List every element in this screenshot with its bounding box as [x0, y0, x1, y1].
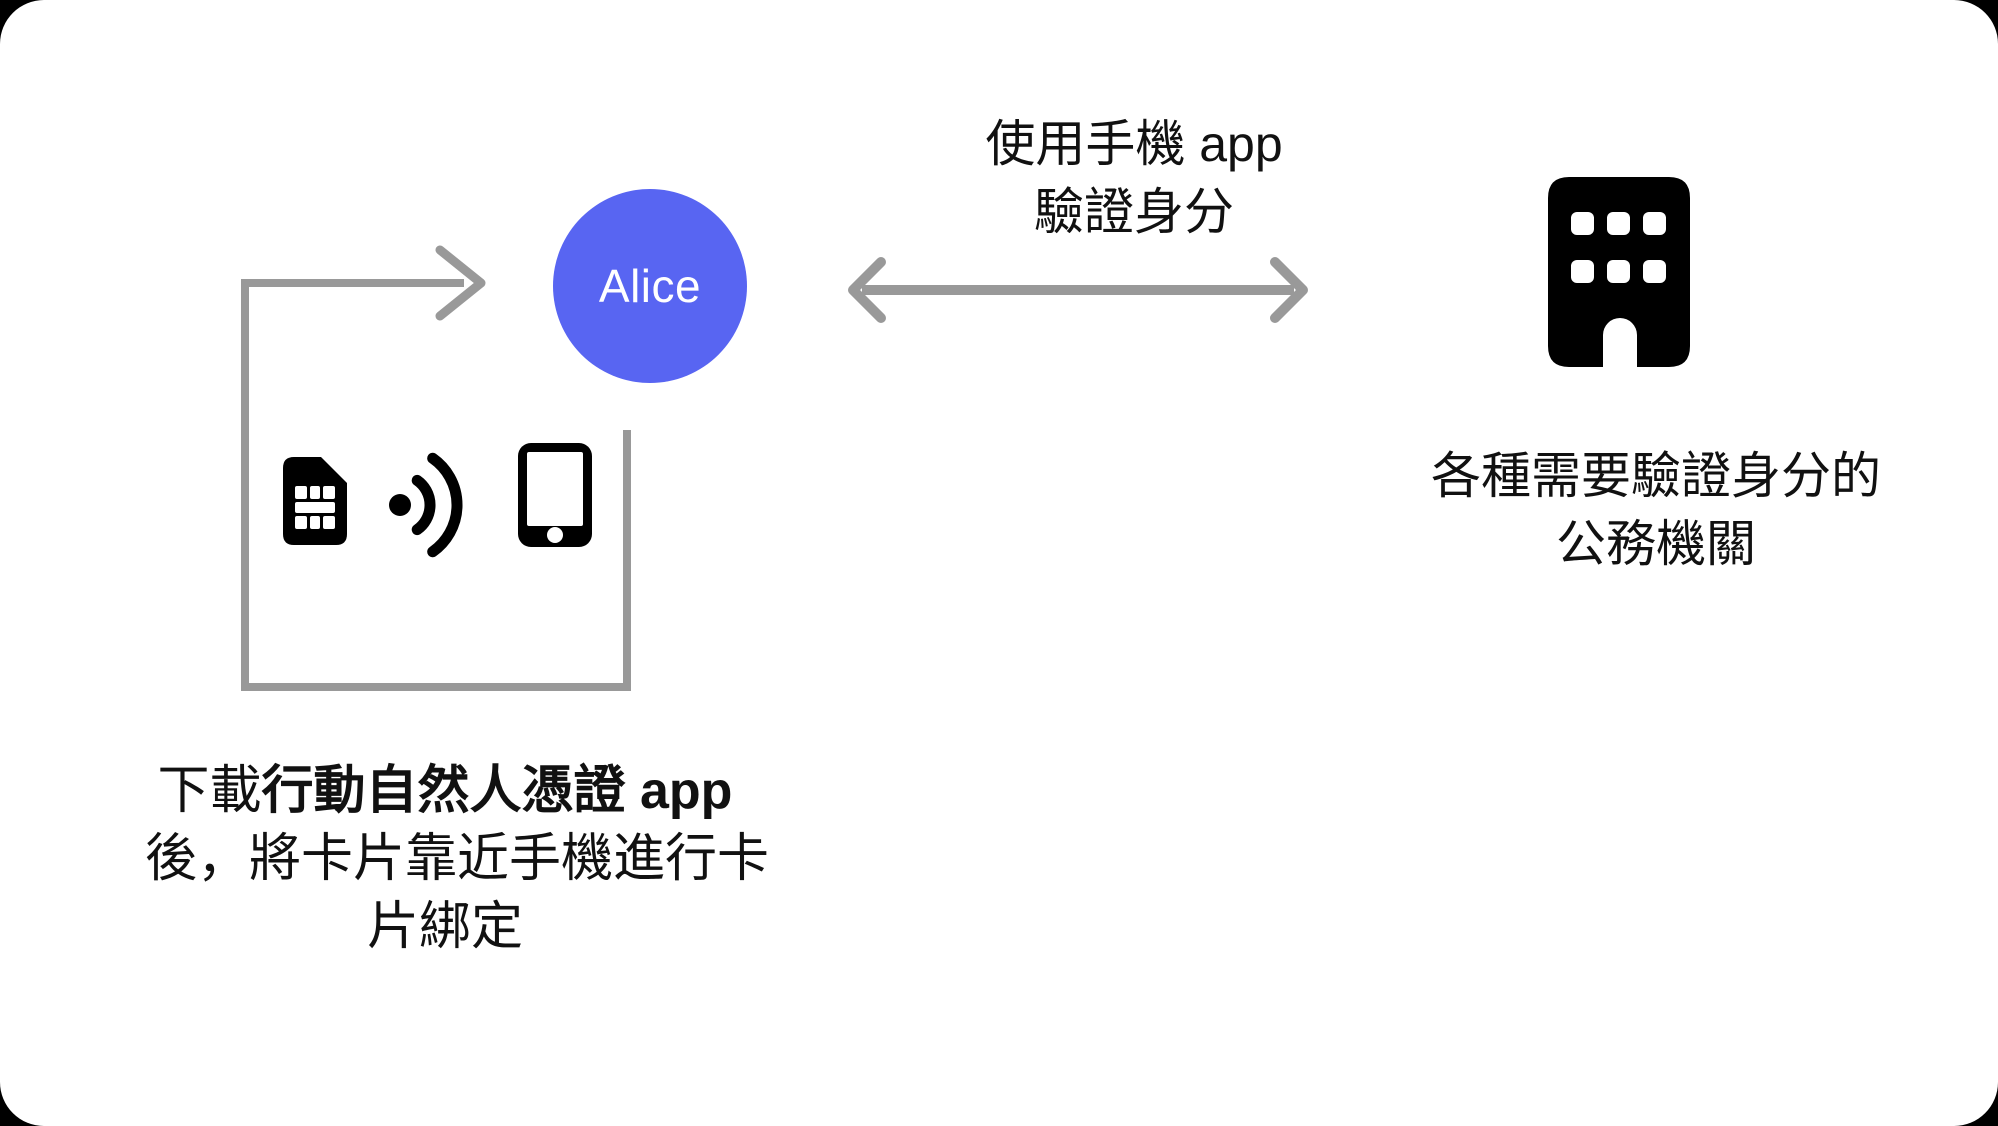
binding-caption-line3: 片綁定: [366, 898, 523, 956]
organization-label: 各種需要驗證身分的 公務機關: [1406, 442, 1906, 578]
building-icon: [1548, 177, 1690, 367]
organization-label-line2: 公務機關: [1556, 516, 1756, 572]
verify-arrow-label: 使用手機 app 驗證身分: [934, 110, 1334, 246]
actor-alice-circle: Alice: [553, 189, 747, 383]
sim-card-icon: [283, 457, 347, 545]
binding-caption-line2: 後，將卡片靠近手機進行卡: [145, 830, 770, 888]
smartphone-icon: [518, 443, 592, 547]
binding-caption-line1: 下載行動自然人憑證 app: [145, 757, 745, 825]
actor-alice-label: Alice: [598, 260, 702, 312]
verify-arrow-label-line1: 使用手機 app: [985, 116, 1283, 172]
binding-caption-line1-regular: 下載: [157, 762, 262, 820]
nfc-signal-icon: [389, 452, 463, 558]
verify-arrow-label-line2: 驗證身分: [1034, 184, 1234, 240]
organization-label-line1: 各種需要驗證身分的: [1431, 448, 1881, 504]
binding-caption-line1-bold: 行動自然人憑證 app: [261, 762, 733, 820]
binding-caption: 下載行動自然人憑證 app 後，將卡片靠近手機進行卡 片綁定: [145, 757, 770, 961]
